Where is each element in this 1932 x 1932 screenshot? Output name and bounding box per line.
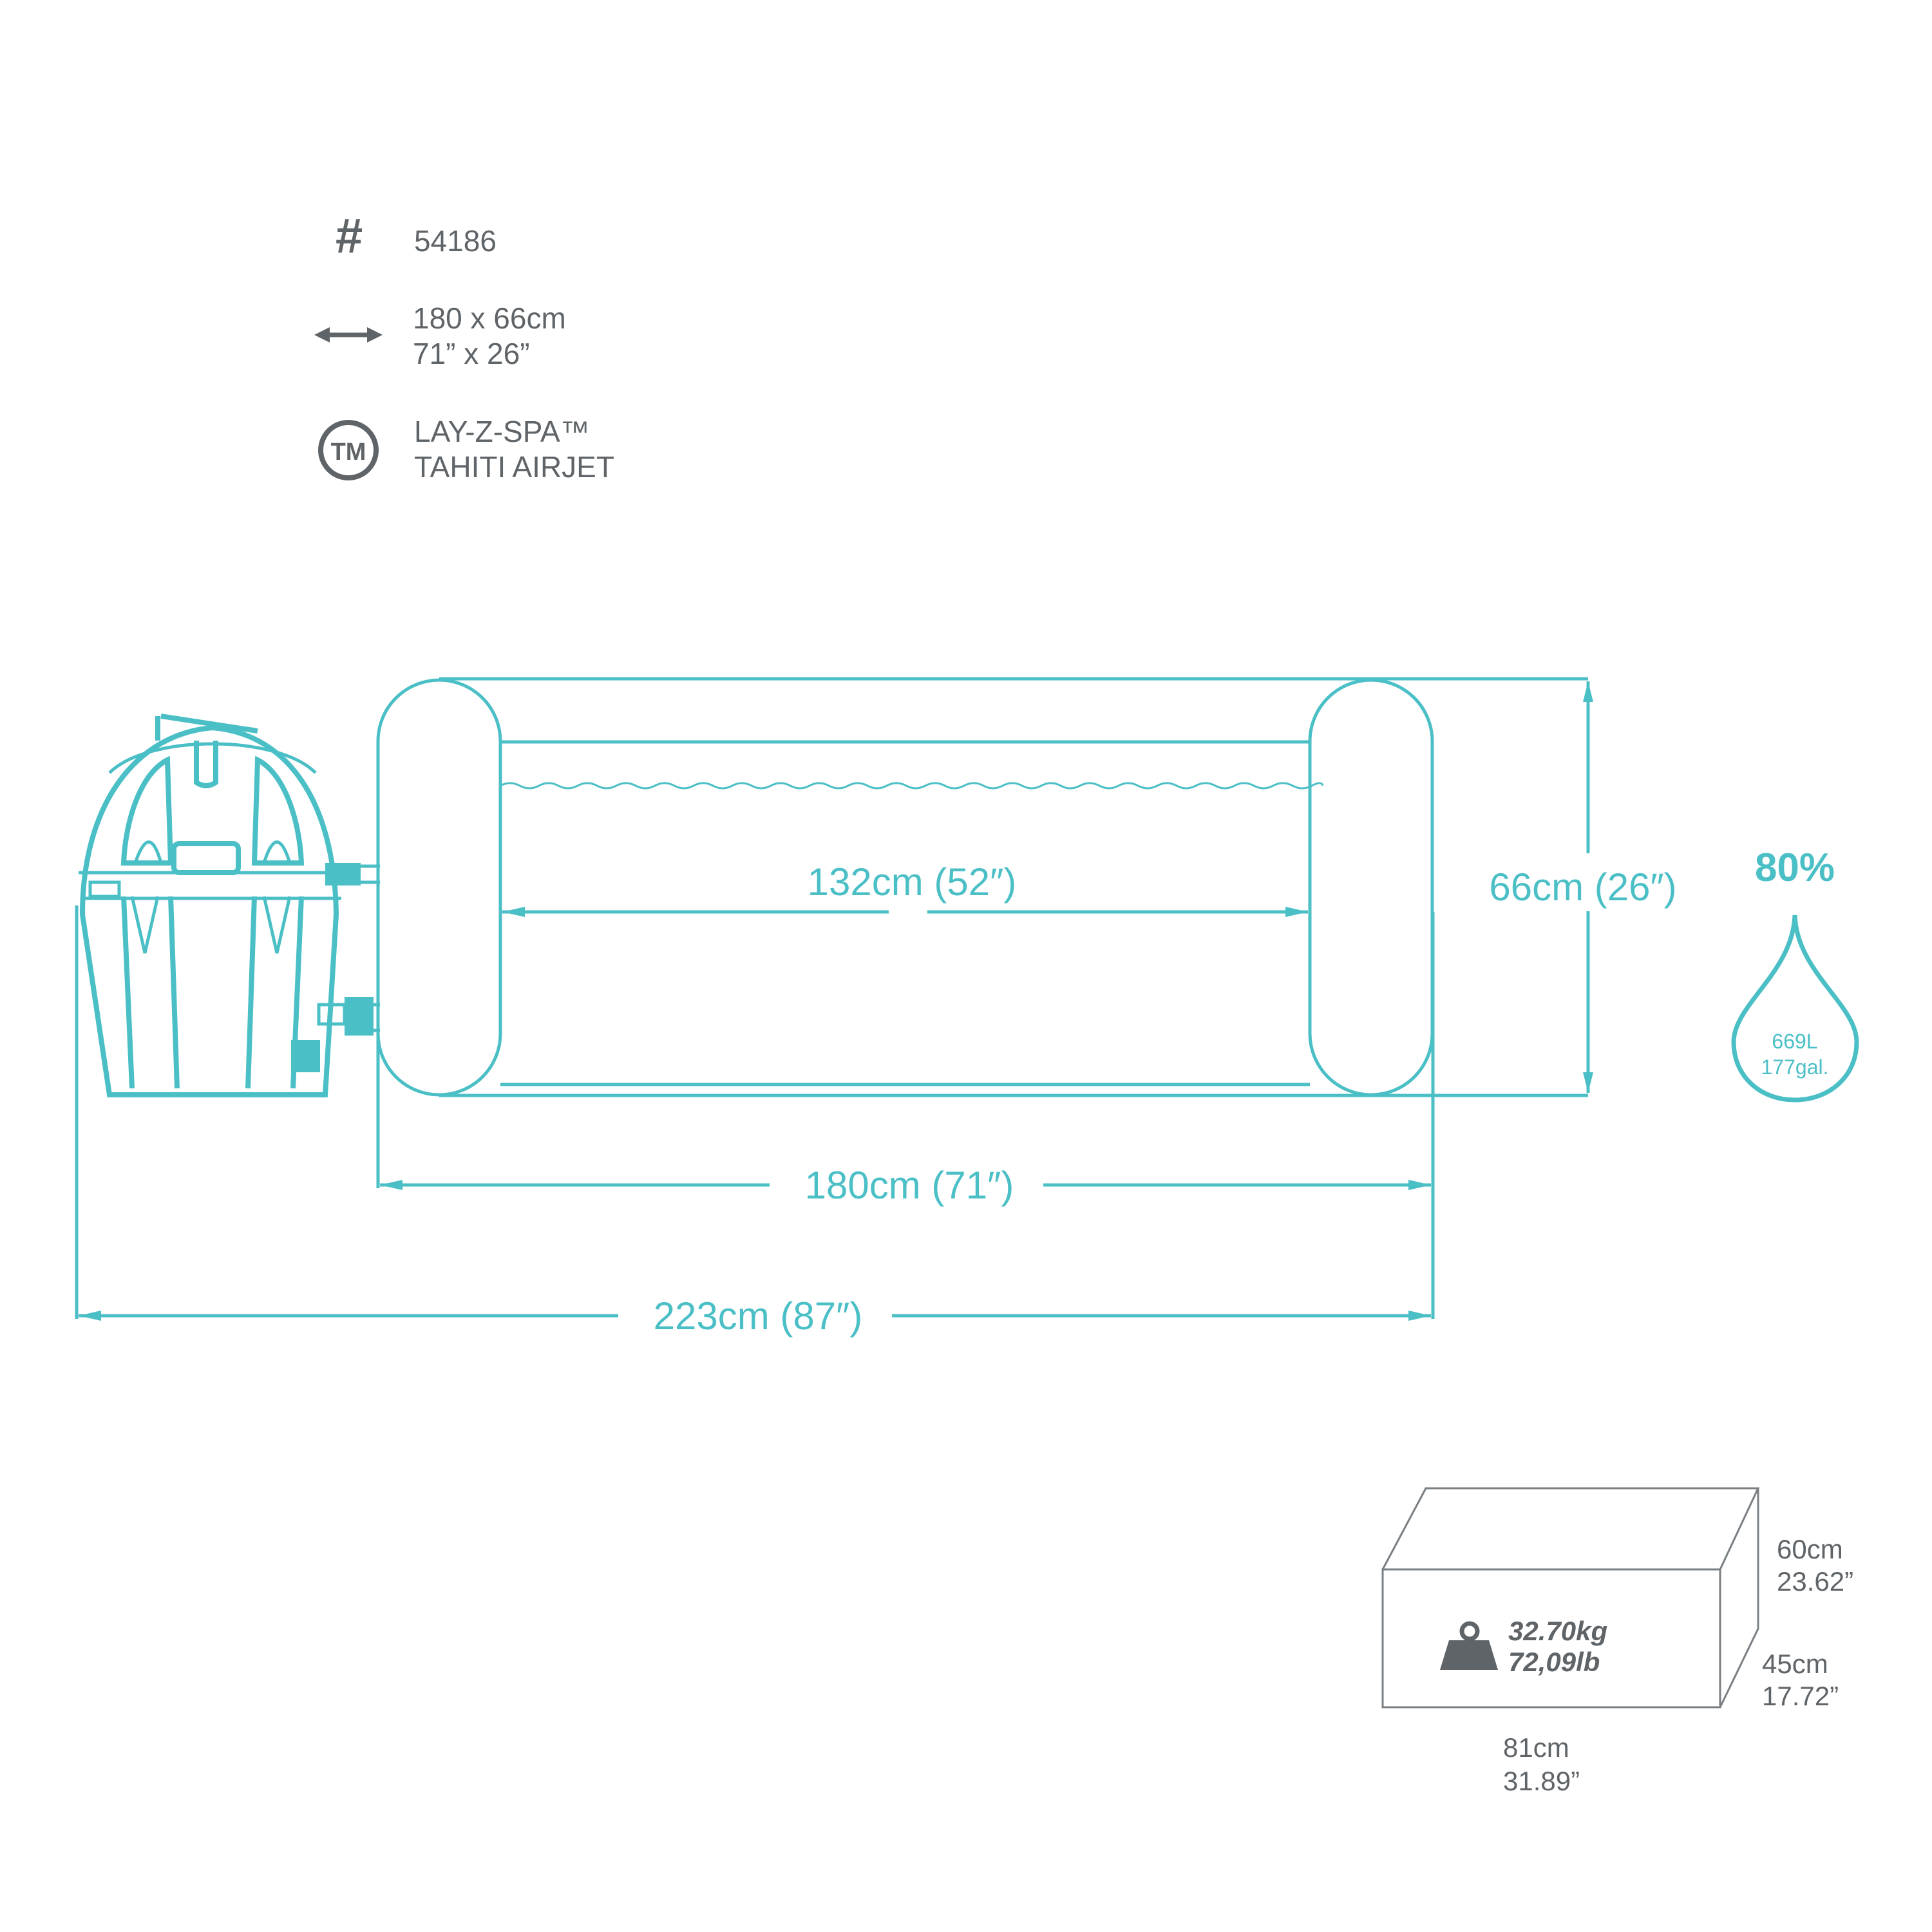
svg-text:TM: TM xyxy=(331,439,366,466)
box-width-in: 31.89” xyxy=(1503,1766,1580,1796)
dimension-height: 66cm (26″) xyxy=(1472,681,1703,1093)
brand-line-2: TAHITI AIRJET xyxy=(414,450,614,484)
water-capacity: 80% 669L 177gal. xyxy=(1731,846,1859,1103)
size-in: 71” x 26” xyxy=(413,337,530,370)
svg-text:66cm (26″): 66cm (26″) xyxy=(1489,866,1676,909)
volume-gallons: 177gal. xyxy=(1761,1056,1829,1079)
pump-illustration xyxy=(79,714,380,1097)
right-pillow xyxy=(1308,678,1434,1097)
left-pillow xyxy=(376,678,502,1097)
volume-liters: 669L xyxy=(1772,1030,1817,1053)
svg-text:180cm (71″): 180cm (71″) xyxy=(805,1164,1014,1207)
model-number: 54186 xyxy=(414,224,497,258)
package-box: 32.70kg 72,09lb 60cm 23.62” 45cm 17.72” … xyxy=(1381,1487,1853,1796)
weight-kg: 32.70kg xyxy=(1508,1616,1607,1646)
water-drop-icon xyxy=(1731,914,1859,1103)
box-height-cm: 60cm xyxy=(1777,1534,1843,1564)
dimension-inner-length: 132cm (52″) xyxy=(502,860,1308,917)
weight-lb: 72,09lb xyxy=(1508,1647,1600,1677)
spec-model: # 54186 xyxy=(335,209,497,263)
box-width-cm: 81cm xyxy=(1503,1732,1569,1763)
spec-size: 180 x 66cm 71” x 26” xyxy=(314,301,566,370)
size-cm: 180 x 66cm xyxy=(413,301,566,335)
box-height-in: 23.62” xyxy=(1777,1566,1853,1596)
box-depth-cm: 45cm xyxy=(1762,1649,1828,1679)
brand-line-1: LAY-Z-SPA™ xyxy=(414,415,590,448)
trademark-icon: TM xyxy=(318,420,379,480)
svg-text:132cm (52″): 132cm (52″) xyxy=(808,860,1017,904)
spec-brand: TM LAY-Z-SPA™ TAHITI AIRJET xyxy=(318,415,614,484)
box-depth-in: 17.72” xyxy=(1762,1681,1839,1711)
svg-text:223cm (87″): 223cm (87″) xyxy=(654,1294,863,1338)
hash-icon: # xyxy=(335,209,363,263)
fill-percent: 80% xyxy=(1755,846,1835,890)
dimension-total-length: 223cm (87″) xyxy=(75,905,1431,1338)
spa-tub-illustration xyxy=(376,677,1588,1097)
dimension-outer-length: 180cm (71″) xyxy=(376,912,1435,1319)
double-arrow-icon xyxy=(314,327,383,343)
weight-icon xyxy=(1440,1621,1498,1670)
